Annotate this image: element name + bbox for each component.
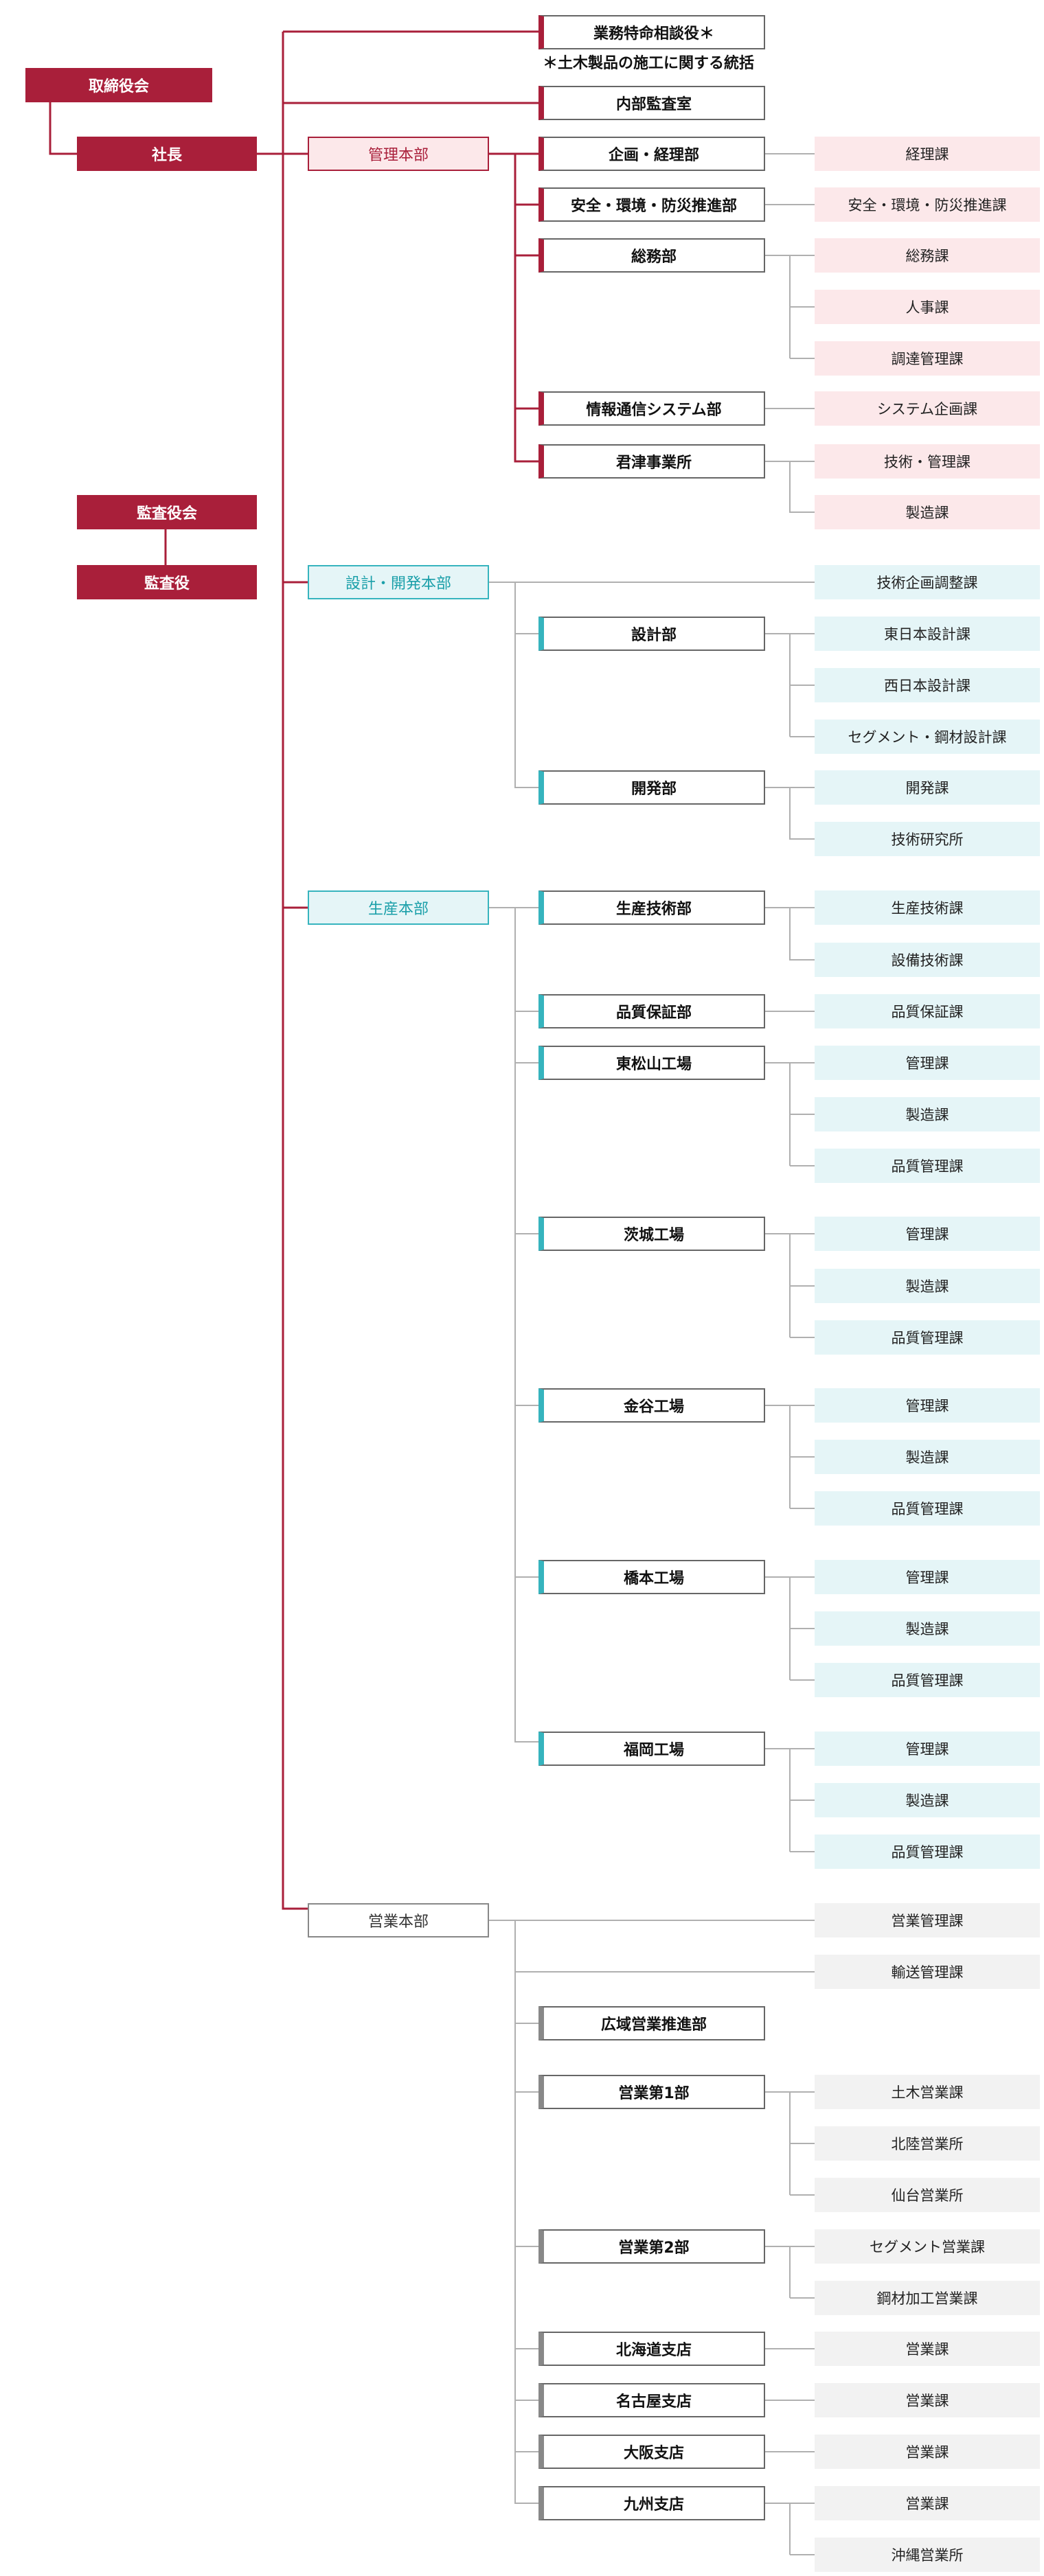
sec-procurement: 調達管理課: [815, 341, 1040, 376]
sec-sales: 営業課: [815, 2383, 1040, 2417]
sec-manufacturing: 製造課: [815, 1269, 1040, 1303]
auditor-box: 監査役: [77, 565, 257, 599]
sec-east-design: 東日本設計課: [815, 617, 1040, 651]
sec-manufacturing: 製造課: [815, 1440, 1040, 1474]
plant-fukuoka: 福岡工場: [538, 1732, 765, 1766]
dept-sales-2: 営業第2部: [538, 2229, 765, 2264]
dept-it-systems: 情報通信システム部: [538, 391, 765, 426]
plant-ibaraki: 茨城工場: [538, 1217, 765, 1251]
plant-higashimatsuyama: 東松山工場: [538, 1046, 765, 1080]
dept-sales-1: 営業第1部: [538, 2075, 765, 2109]
sec-production-tech: 生産技術課: [815, 890, 1040, 925]
sec-admin: 管理課: [815, 1046, 1040, 1080]
plant-hashimoto: 橋本工場: [538, 1560, 765, 1594]
sec-manufacturing: 製造課: [815, 1097, 1040, 1131]
sec-manufacturing: 製造課: [815, 1611, 1040, 1646]
special-advisor-note: ＊土木製品の施工に関する統括: [543, 55, 755, 72]
dept-kimitsu-office: 君津事業所: [538, 444, 765, 479]
sec-transport-admin: 輸送管理課: [815, 1955, 1040, 1989]
sec-equipment-tech: 設備技術課: [815, 943, 1040, 977]
president-box: 社長: [77, 137, 257, 171]
sec-quality-control: 品質管理課: [815, 1663, 1040, 1697]
sec-system-planning: システム企画課: [815, 391, 1040, 426]
special-advisor-box: 業務特命相談役＊: [538, 15, 765, 49]
sec-steel-processing-sales: 鋼材加工営業課: [815, 2281, 1040, 2315]
sec-kimitsu-tech-admin: 技術・管理課: [815, 444, 1040, 479]
dept-production-tech: 生産技術部: [538, 890, 765, 925]
sec-okinawa-office: 沖縄営業所: [815, 2538, 1040, 2572]
sec-admin: 管理課: [815, 1217, 1040, 1251]
sec-manufacturing: 製造課: [815, 1783, 1040, 1817]
sec-sendai-office: 仙台営業所: [815, 2178, 1040, 2212]
sec-west-design: 西日本設計課: [815, 668, 1040, 702]
sec-sales: 営業課: [815, 2332, 1040, 2366]
internal-audit-box: 内部監査室: [538, 86, 765, 120]
dept-planning-accounting: 企画・経理部: [538, 137, 765, 171]
branch-kyushu: 九州支店: [538, 2486, 765, 2520]
sec-admin: 管理課: [815, 1732, 1040, 1766]
sec-civil-sales: 土木営業課: [815, 2075, 1040, 2109]
sec-admin: 管理課: [815, 1388, 1040, 1423]
board-of-directors-box: 取締役会: [25, 68, 212, 102]
hq-sales-box: 営業本部: [308, 1903, 489, 1937]
sec-research-institute: 技術研究所: [815, 822, 1040, 856]
sec-general-affairs: 総務課: [815, 238, 1040, 273]
sec-segment-steel-design: セグメント・鋼材設計課: [815, 720, 1040, 754]
dept-quality-assurance: 品質保証部: [538, 994, 765, 1028]
sec-hokuriku-office: 北陸営業所: [815, 2126, 1040, 2161]
sec-quality-control: 品質管理課: [815, 1320, 1040, 1355]
sec-sales-admin: 営業管理課: [815, 1903, 1040, 1937]
audit-board-box: 監査役会: [77, 495, 257, 529]
sec-segment-sales: セグメント営業課: [815, 2229, 1040, 2264]
hq-design-dev-box: 設計・開発本部: [308, 565, 489, 599]
sec-quality-control: 品質管理課: [815, 1835, 1040, 1869]
dept-design: 設計部: [538, 617, 765, 651]
branch-hokkaido: 北海道支店: [538, 2332, 765, 2366]
sec-hr: 人事課: [815, 290, 1040, 324]
sec-admin: 管理課: [815, 1560, 1040, 1594]
dept-general-affairs: 総務部: [538, 238, 765, 273]
sec-sales: 営業課: [815, 2486, 1040, 2520]
sec-kimitsu-manufacturing: 製造課: [815, 495, 1040, 529]
sec-development: 開発課: [815, 770, 1040, 805]
branch-osaka: 大阪支店: [538, 2435, 765, 2469]
sec-safety: 安全・環境・防災推進課: [815, 187, 1040, 222]
sec-accounting: 経理課: [815, 137, 1040, 171]
hq-admin-box: 管理本部: [308, 137, 489, 171]
dept-regional-sales: 広域営業推進部: [538, 2006, 765, 2040]
branch-nagoya: 名古屋支店: [538, 2383, 765, 2417]
dept-development: 開発部: [538, 770, 765, 805]
dept-safety: 安全・環境・防災推進部: [538, 187, 765, 222]
sec-quality-control: 品質管理課: [815, 1149, 1040, 1183]
sec-sales: 営業課: [815, 2435, 1040, 2469]
sec-quality-assurance: 品質保証課: [815, 994, 1040, 1028]
plant-kanaya: 金谷工場: [538, 1388, 765, 1423]
sec-tech-planning: 技術企画調整課: [815, 565, 1040, 599]
hq-production-box: 生産本部: [308, 890, 489, 925]
sec-quality-control: 品質管理課: [815, 1491, 1040, 1526]
